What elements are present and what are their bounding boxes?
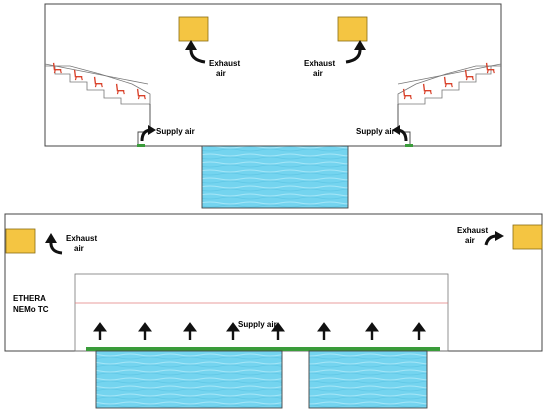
up-arrow-icon xyxy=(317,322,331,340)
top-hall-outline xyxy=(44,3,502,147)
up-arrow-icon xyxy=(226,322,240,340)
seat-icon xyxy=(485,62,495,74)
supply-vent-right xyxy=(405,144,413,147)
up-arrow-icon xyxy=(93,322,107,340)
top-exhaust-right-label: Exhaust xyxy=(304,59,335,68)
top-exhaust-left-label-2: air xyxy=(216,69,226,78)
seat-icon xyxy=(422,83,432,95)
tribune-left xyxy=(44,62,151,105)
curved-arrow-icon xyxy=(185,40,206,64)
up-arrow-icon xyxy=(183,322,197,340)
exhaust-unit-bottom-left xyxy=(5,228,36,254)
inner-hall xyxy=(74,273,449,352)
up-arrow-icon xyxy=(365,322,379,340)
seat-icon xyxy=(464,69,474,81)
up-arrow-icon xyxy=(412,322,426,340)
bottom-exhaust-right-label: Exhaust xyxy=(457,226,488,235)
seat-icon xyxy=(443,76,453,88)
exhaust-unit-right xyxy=(337,16,368,42)
top-exhaust-left-label: Exhaust xyxy=(209,59,240,68)
curved-arrow-icon xyxy=(345,40,366,64)
top-supply-left-label: Supply air xyxy=(156,127,195,136)
top-panel: Exhaust air Exhaust air xyxy=(44,3,502,209)
supply-vent-bar xyxy=(86,347,440,351)
seat-icon xyxy=(52,62,62,74)
bottom-supply-label: Supply air xyxy=(238,320,277,329)
device-label-line1: ETHERA xyxy=(13,294,46,303)
curved-arrow-icon xyxy=(140,125,156,142)
device-label-line2: NEMo TC xyxy=(13,305,49,314)
bottom-pool-left xyxy=(95,350,283,409)
bottom-exhaust-left-label: Exhaust xyxy=(66,234,97,243)
exhaust-unit-bottom-right xyxy=(512,224,543,250)
bottom-panel: Exhaust air Exhaust air ETHERA NEMo TC S… xyxy=(4,213,543,409)
top-right-wall xyxy=(397,104,411,146)
seat-icon xyxy=(93,76,103,88)
exhaust-unit-left xyxy=(178,16,209,42)
tribune-right xyxy=(397,62,502,105)
curved-arrow-icon xyxy=(45,233,63,255)
bottom-exhaust-right-label-2: air xyxy=(465,236,475,245)
up-arrow-icon xyxy=(271,322,285,340)
bottom-pool-right xyxy=(308,350,428,409)
top-left-wall xyxy=(137,104,151,146)
top-exhaust-right-label-2: air xyxy=(313,69,323,78)
bottom-exhaust-left-label-2: air xyxy=(74,244,84,253)
seat-icon xyxy=(115,83,125,95)
curved-arrow-icon xyxy=(484,231,504,246)
top-supply-right-label: Supply air xyxy=(356,127,395,136)
up-arrow-icon xyxy=(138,322,152,340)
top-pool xyxy=(201,145,349,209)
curved-arrow-icon xyxy=(392,125,408,142)
supply-vent-left xyxy=(137,144,145,147)
